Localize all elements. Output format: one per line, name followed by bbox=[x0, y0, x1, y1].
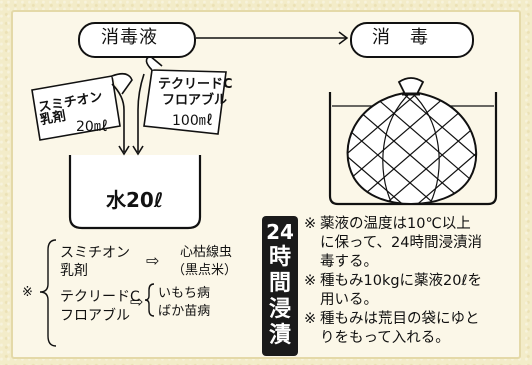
badge-char-3: 間 bbox=[268, 271, 291, 296]
disinfect-oval bbox=[350, 22, 474, 58]
note-mark: ※ bbox=[304, 216, 317, 232]
note-line: 毒する。 bbox=[320, 254, 378, 270]
water-beaker bbox=[68, 155, 202, 230]
badge-char-2: 時 bbox=[268, 245, 291, 270]
badge-char-5: 漬 bbox=[268, 323, 291, 348]
legend-arrow-1: ⇨ bbox=[146, 251, 160, 270]
target-brace-2 bbox=[144, 283, 155, 317]
note-mark: ※ bbox=[304, 273, 317, 289]
teclead-bottle bbox=[143, 55, 227, 135]
teclead-label-line2: フロアブル bbox=[162, 93, 228, 108]
legend-brace bbox=[39, 239, 57, 347]
legend-asterisk: ※ bbox=[22, 285, 33, 300]
note-line: 薬液の温度は10℃以上 bbox=[320, 216, 471, 232]
badge-char-4: 浸 bbox=[268, 297, 291, 322]
legend-chem-2-line1: テクリードC bbox=[60, 289, 140, 305]
legend-chem-2-line2: フロアブル bbox=[60, 308, 130, 324]
note-line: 用いる。 bbox=[320, 292, 378, 308]
sumithion-bottle bbox=[31, 72, 133, 141]
note-temperature: ※薬液の温度は10℃以上 に保って、24時間浸漬消 毒する。 bbox=[304, 215, 526, 272]
legend-target-1-line2: （黒点米） bbox=[172, 263, 238, 278]
legend-target-2-line2: ばか苗病 bbox=[158, 304, 211, 319]
legend-chem-1-line2: 乳剤 bbox=[60, 263, 88, 279]
water-amount-label: 水20ℓ bbox=[106, 188, 164, 212]
teclead-amount: 100㎖ bbox=[172, 113, 213, 129]
note-bag: ※種もみは荒目の袋にゆと りをもって入れる。 bbox=[304, 310, 526, 348]
disinfect-label: 消 毒 bbox=[372, 27, 429, 48]
note-line: に保って、24時間浸漬消 bbox=[320, 235, 482, 251]
note-line: 種もみは荒目の袋にゆと bbox=[320, 311, 480, 327]
legend-arrow-2: ⇨ bbox=[130, 292, 144, 311]
process-arrow bbox=[196, 31, 349, 45]
soak-duration-badge bbox=[262, 216, 298, 356]
note-line: りをもって入れる。 bbox=[320, 330, 450, 346]
note-mark: ※ bbox=[304, 311, 317, 327]
note-ratio: ※種もみ10kgに薬液20ℓを 用いる。 bbox=[304, 272, 526, 310]
sumithion-amount: 20㎖ bbox=[76, 119, 108, 135]
pour-line-left bbox=[111, 83, 125, 152]
pour-line-right bbox=[137, 73, 145, 152]
legend-target-2-line1: いもち病 bbox=[158, 286, 211, 301]
legend-target-1-line1: 心枯線虫 bbox=[180, 245, 233, 260]
disinfectant-oval bbox=[78, 22, 196, 58]
badge-char-24: 24 bbox=[266, 220, 294, 244]
note-line: 種もみ10kgに薬液20ℓを bbox=[320, 273, 482, 289]
legend-chem-1-line1: スミチオン bbox=[60, 245, 130, 261]
teclead-label-line1: テクリードC bbox=[158, 77, 233, 92]
disinfectant-label: 消毒液 bbox=[101, 27, 158, 48]
